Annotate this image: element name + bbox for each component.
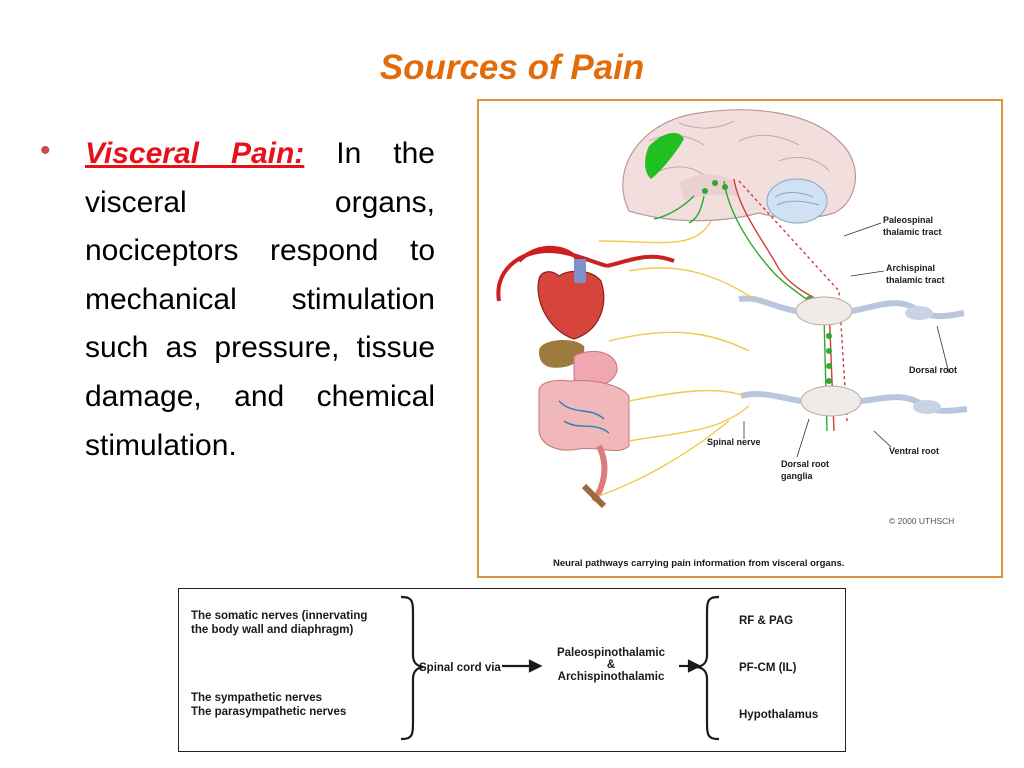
- spinal-cord-segments: [738, 295, 968, 417]
- label-spinal-nerve: Spinal nerve: [707, 437, 761, 447]
- visceral-organs-illustration: [496, 245, 675, 509]
- bullet-visceral-pain: • Visceral Pain: In the visceral organs,…: [40, 130, 435, 470]
- flow-parasympathetic: The parasympathetic nerves: [191, 706, 346, 718]
- flow-arrows: [502, 659, 702, 673]
- figure-labels: Paleospinal thalamic tract Archispinal t…: [553, 215, 957, 569]
- flow-somatic-line2: the body wall and diaphragm): [191, 624, 353, 636]
- bullet-term: Visceral Pain:: [85, 137, 305, 170]
- label-paleospinal-line2: thalamic tract: [883, 227, 942, 237]
- flow-archispinothalamic: Archispinothalamic: [558, 671, 665, 683]
- flow-ampersand: &: [607, 659, 615, 671]
- label-ventral-root: Ventral root: [889, 446, 939, 456]
- flow-target-rf-pag: RF & PAG: [739, 615, 793, 627]
- brain-illustration: [622, 109, 856, 224]
- bullet-description: In the visceral organs, nociceptors resp…: [85, 137, 435, 462]
- bullet-dot: •: [40, 134, 51, 167]
- label-leader-lines: [743, 222, 950, 458]
- flow-target-pf-cm: PF-CM (IL): [739, 662, 797, 674]
- label-dorsal-root: Dorsal root: [909, 365, 957, 375]
- flow-paleospinothalamic: Paleospinothalamic: [557, 647, 666, 659]
- pathway-flow-diagram: The somatic nerves (innervating the body…: [178, 588, 846, 752]
- label-paleospinal-line1: Paleospinal: [883, 215, 933, 225]
- flow-somatic-line1: The somatic nerves (innervating: [191, 610, 367, 622]
- label-archispinal-line1: Archispinal: [886, 263, 935, 273]
- label-dorsal-root-ganglia-line1: Dorsal root: [781, 459, 829, 469]
- slide-title: Sources of Pain: [379, 48, 645, 87]
- label-dorsal-root-ganglia-line2: ganglia: [781, 471, 813, 481]
- bullet-text-block: Visceral Pain: In the visceral organs, n…: [85, 130, 435, 470]
- figure-copyright: © 2000 UTHSCH: [889, 516, 954, 526]
- flow-target-hypothalamus: Hypothalamus: [739, 709, 818, 721]
- pain-pathway-figure: Paleospinal thalamic tract Archispinal t…: [477, 99, 1003, 578]
- visceral-afferent-nerves: [598, 220, 755, 497]
- label-archispinal-line2: thalamic tract: [886, 275, 945, 285]
- flow-spinal-cord: Spinal cord via: [419, 662, 501, 674]
- figure-caption: Neural pathways carrying pain informatio…: [553, 558, 844, 569]
- flow-sympathetic: The sympathetic nerves: [191, 692, 322, 704]
